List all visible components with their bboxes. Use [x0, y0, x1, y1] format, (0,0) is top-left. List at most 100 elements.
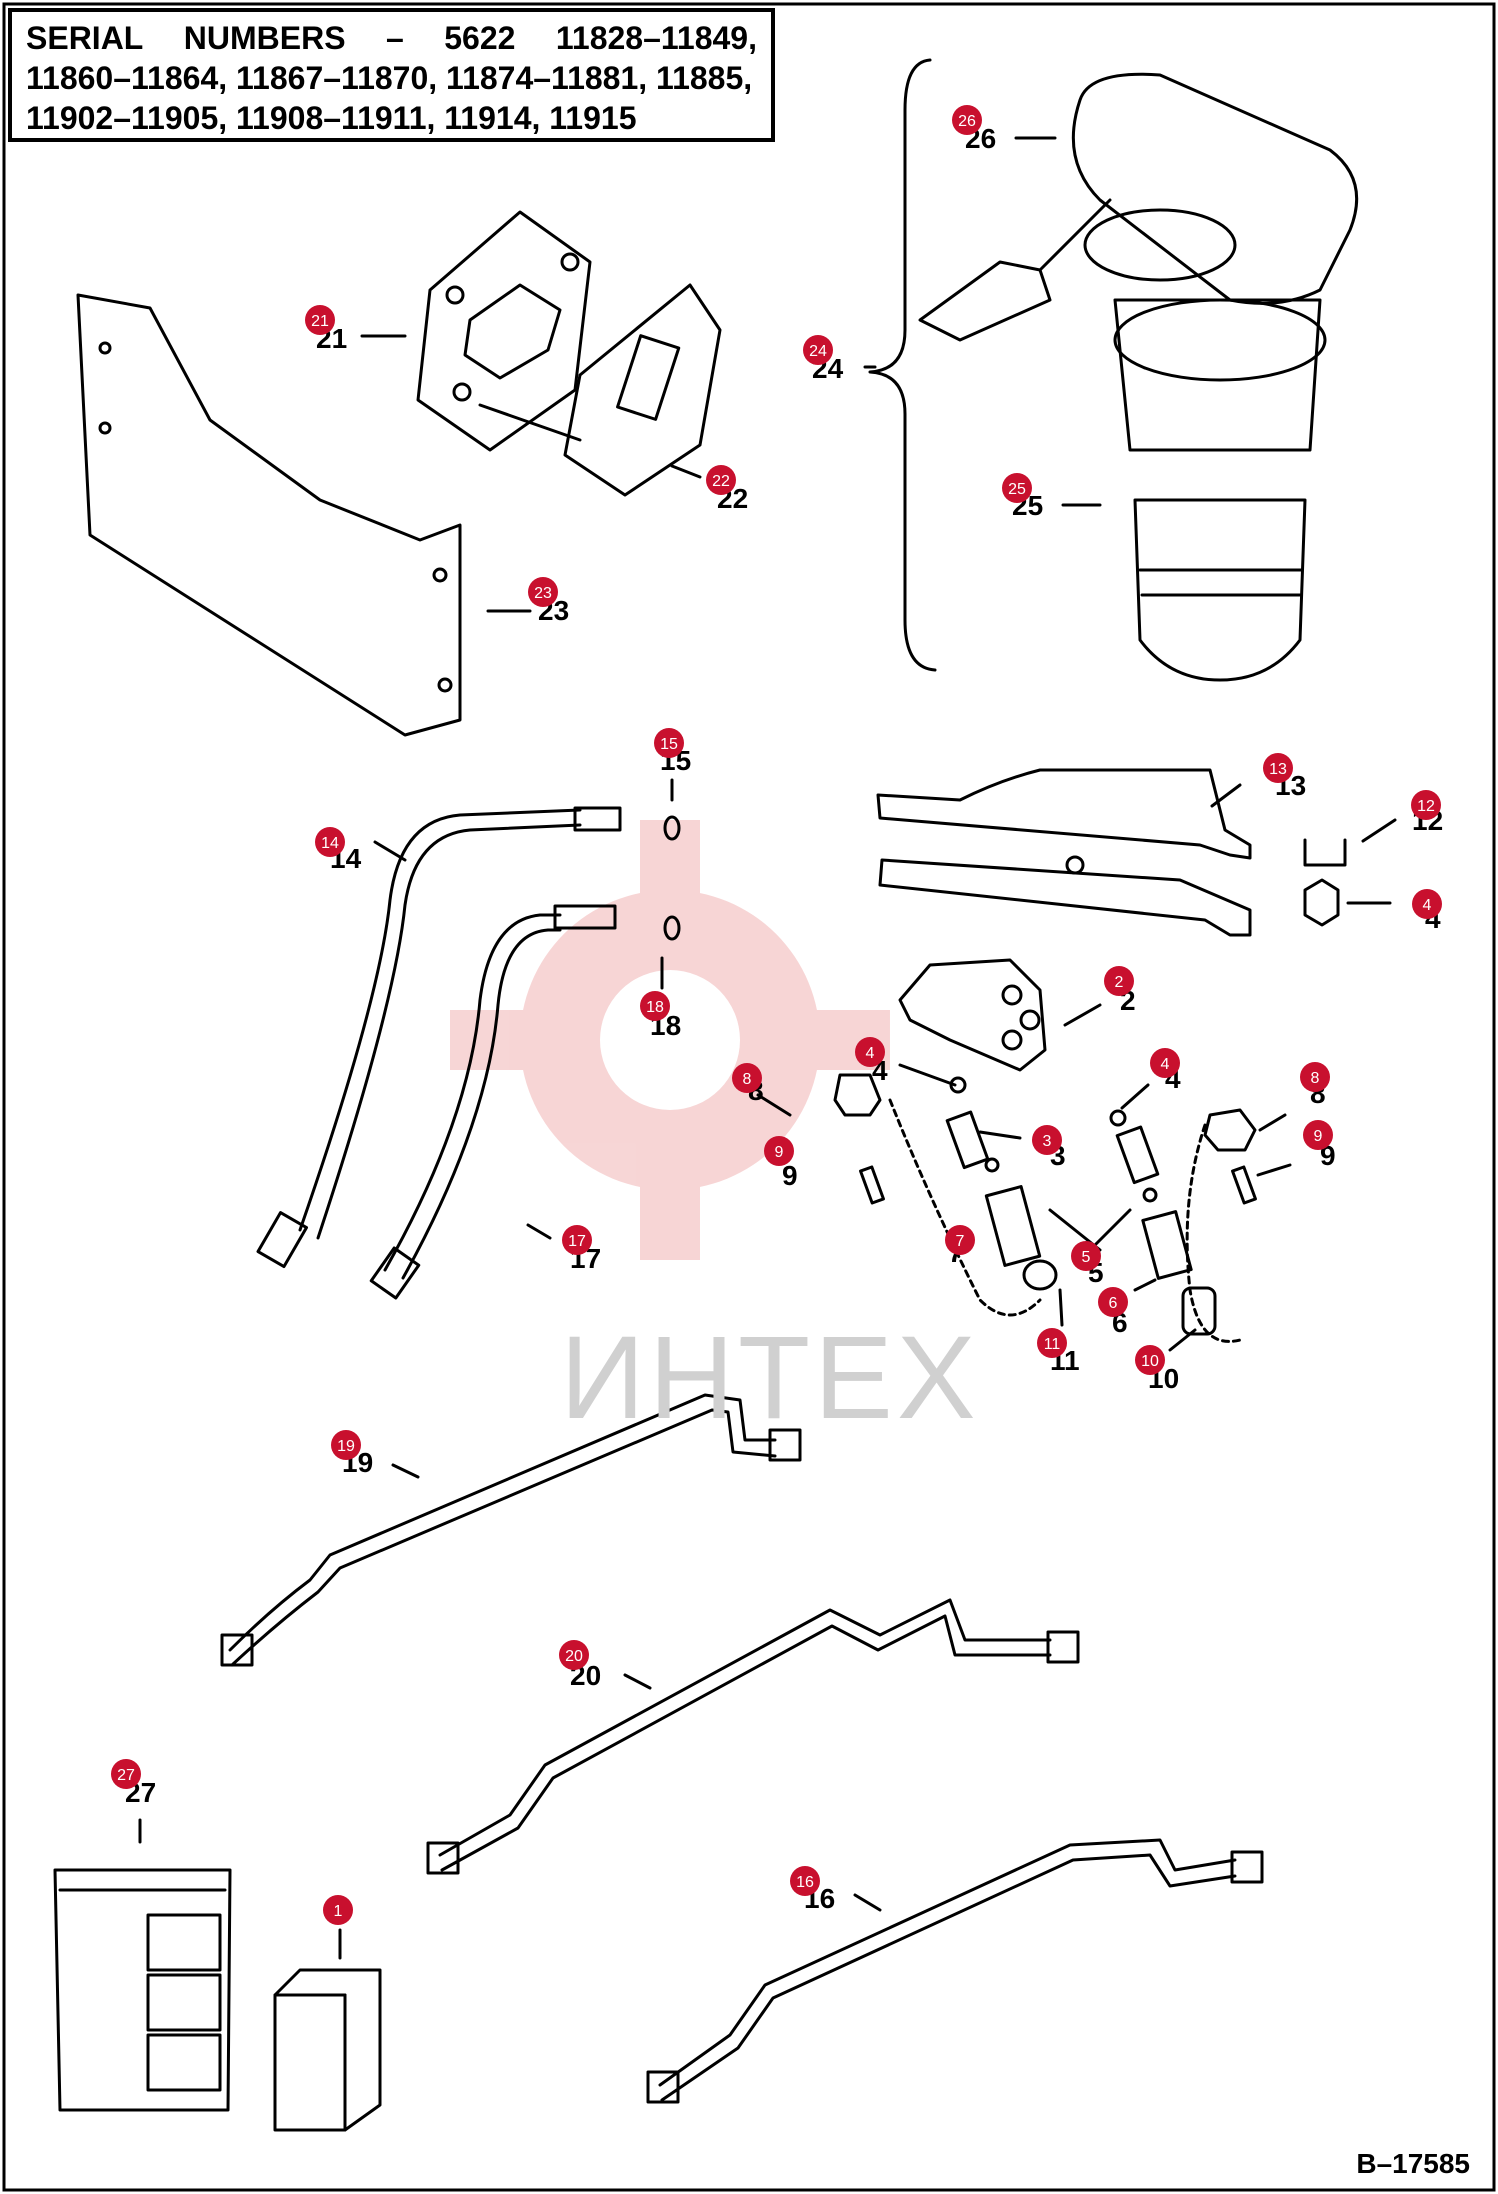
filter-head-24 [1113, 298, 1322, 452]
bracket-hole [98, 421, 112, 435]
badge-7: 7 [945, 1225, 975, 1255]
sheet-panel [146, 2033, 222, 2092]
badge-14: 14 [315, 827, 345, 857]
document-id: B–17585 [1356, 2148, 1470, 2179]
tube-16-nut [1230, 1850, 1264, 1884]
bracket-hole [437, 677, 453, 693]
leader-13 [1210, 783, 1242, 808]
leader-2 [1063, 1003, 1102, 1027]
badge-label: 9 [1314, 1128, 1323, 1145]
badge-label: 6 [1109, 1295, 1118, 1312]
hose-14-fitting [573, 806, 622, 832]
badge-4: 4 [1412, 889, 1442, 919]
clamp-8 [833, 1073, 882, 1117]
chain [888, 1098, 1042, 1317]
badge-4: 4 [1150, 1048, 1180, 1078]
gasket-slot [616, 334, 681, 421]
leader-22 [670, 464, 702, 479]
valve-block-2 [898, 958, 1047, 1072]
pump-base-ring [1083, 208, 1237, 282]
badge-27: 27 [111, 1759, 141, 1789]
badge-label: 13 [1269, 761, 1287, 778]
badge-1: 1 [323, 1895, 353, 1925]
manual-box-1 [273, 1968, 382, 2132]
clip-12 [1303, 838, 1347, 867]
badge-label: 26 [958, 113, 976, 130]
badge-label: 16 [796, 1874, 814, 1891]
serial-line-3: 11902–11905, 11908–11911, 11914, 11915 [26, 100, 637, 136]
coupler-7 [984, 1185, 1042, 1267]
serial-word: 5622 [444, 20, 516, 56]
oring-15 [663, 815, 681, 841]
leader-4 [1120, 1083, 1150, 1110]
badge-9: 9 [1303, 1120, 1333, 1150]
badge-label: 10 [1141, 1353, 1159, 1370]
badge-20: 20 [559, 1640, 589, 1670]
badge-21: 21 [305, 305, 335, 335]
oring-18 [663, 915, 681, 941]
badge-label: 9 [775, 1144, 784, 1161]
plate-hole [560, 252, 580, 272]
oring-5 [984, 1157, 1000, 1173]
leader-20 [623, 1673, 652, 1690]
badge-label: 23 [534, 585, 552, 602]
oring-4 [1109, 1109, 1127, 1127]
leader-16 [853, 1893, 882, 1912]
badge-label: 4 [1423, 897, 1432, 914]
badge-label: 12 [1417, 798, 1435, 815]
leader-14 [373, 840, 407, 862]
badge-2: 2 [1104, 966, 1134, 996]
mounting-bracket-13-lower [878, 858, 1252, 937]
electrical-connector [918, 260, 1052, 342]
hose-14 [298, 808, 582, 1232]
badge-label: 8 [743, 1071, 752, 1088]
badge-12: 12 [1411, 790, 1441, 820]
badge-3: 3 [1032, 1125, 1062, 1155]
gasket-22 [563, 283, 722, 497]
watermark-text: ИНТЕХ [560, 1312, 980, 1444]
bracket-23 [76, 293, 462, 737]
badge-15: 15 [654, 728, 684, 758]
tube-19-outline [230, 1408, 777, 1667]
badge-label: 15 [660, 736, 678, 753]
badge-label: 19 [337, 1438, 355, 1455]
badge-label: 11 [1044, 1336, 1061, 1353]
leader-11 [1058, 1288, 1064, 1327]
badge-label: 24 [809, 343, 827, 360]
badge-11: 11 [1037, 1328, 1067, 1358]
fitting-3 [945, 1110, 990, 1170]
leader-10 [1168, 1328, 1197, 1352]
filter-head-ring [1113, 298, 1327, 382]
hose-14-outline [316, 823, 582, 1240]
leader-5 [1088, 1208, 1132, 1252]
badge-25: 25 [1002, 473, 1032, 503]
badge-label: 5 [1082, 1249, 1091, 1266]
serial-word: 11828–11849, [555, 20, 757, 56]
screw-9 [859, 1165, 885, 1205]
callout-badges: 21 22 23 24 25 26 13 12 4 2 4 4 3 8 8 9 … [111, 105, 1442, 1925]
serial-line-2: 11860–11864, 11867–11870, 11874–11881, 1… [26, 60, 753, 96]
serial-line-1: SERIAL NUMBERS – 5622 11828–11849, [26, 18, 757, 58]
badge-10: 10 [1135, 1345, 1165, 1375]
bracket-hole [432, 567, 448, 583]
plate-hole [445, 285, 465, 305]
chain [1185, 1123, 1242, 1343]
plate-hole [452, 382, 472, 402]
badge-18: 18 [640, 991, 670, 1021]
filter-bowl-25 [1133, 498, 1307, 682]
tube-16 [658, 1838, 1237, 2087]
hose-17 [383, 913, 562, 1272]
serial-word: – [386, 20, 404, 56]
bracket-hole [98, 341, 112, 355]
tube-20 [438, 1598, 1052, 1857]
badge-label: 8 [1311, 1070, 1320, 1087]
clamp-8 [1203, 1108, 1257, 1152]
alignment-line [478, 403, 582, 442]
valve-port [1001, 1029, 1023, 1051]
assembly-brace-24 [868, 58, 937, 672]
dust-cap-11 [1022, 1259, 1058, 1291]
badge-label: 21 [311, 313, 329, 330]
tube-19-nut [768, 1428, 802, 1462]
dust-cap-10 [1181, 1286, 1217, 1336]
